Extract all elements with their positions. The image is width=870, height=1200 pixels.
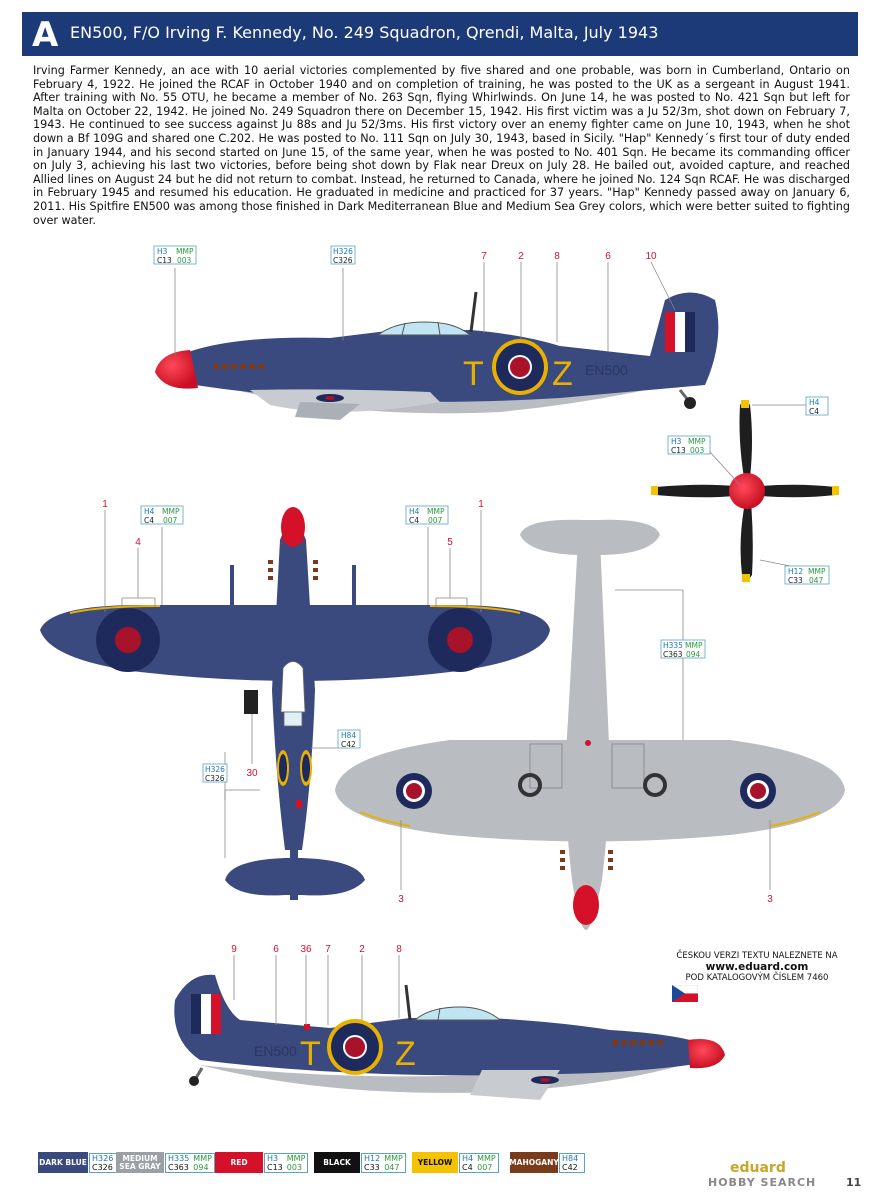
code-letter-right: Z — [552, 355, 573, 393]
svg-text:H3: H3 — [157, 247, 168, 256]
svg-text:H326: H326 — [205, 765, 225, 774]
pilot-biography: Irving Farmer Kennedy, an ace with 10 ae… — [33, 64, 850, 227]
code-letter-left: T — [463, 355, 484, 393]
svg-text:H84: H84 — [341, 731, 356, 740]
watermark: HOBBY SEARCH — [708, 1176, 817, 1189]
page-header: A EN500, F/O Irving F. Kennedy, No. 249 … — [22, 12, 858, 56]
svg-text:094: 094 — [686, 650, 701, 659]
callout-8: 8 — [554, 251, 560, 262]
svg-text:003: 003 — [690, 446, 705, 455]
svg-text:MMP: MMP — [685, 641, 703, 650]
svg-text:003: 003 — [177, 256, 192, 265]
callout-2: 2 — [518, 251, 524, 262]
svg-text:H4: H4 — [809, 398, 820, 407]
svg-text:H335: H335 — [663, 641, 683, 650]
underside-view: 3 3 H335 MMP C363 094 — [335, 519, 845, 930]
top-view: 1 4 5 1 30 H4 MMP C4 007 H4 MMP C4 007 H… — [40, 499, 550, 900]
svg-text:H326: H326 — [333, 247, 353, 256]
code-letter-left-2: T — [300, 1035, 321, 1073]
svg-text:MMP: MMP — [688, 437, 706, 446]
callout-7b: 7 — [325, 944, 331, 955]
svg-text:C363: C363 — [663, 650, 683, 659]
svg-text:007: 007 — [428, 516, 443, 525]
svg-text:H3: H3 — [671, 437, 682, 446]
svg-text:C4: C4 — [809, 407, 819, 416]
czech-version-note: ČESKOU VERZI TEXTU NALEZNETE NA www.edua… — [672, 951, 842, 984]
color-label-dark-blue-top: H326 C326 — [330, 245, 356, 265]
svg-text:C33: C33 — [788, 576, 803, 585]
svg-text:C4: C4 — [409, 516, 419, 525]
callout-3-left: 3 — [398, 894, 404, 905]
svg-text:C42: C42 — [341, 740, 356, 749]
callout-30: 30 — [246, 768, 258, 779]
serial-number-2: EN500 — [254, 1043, 297, 1059]
callout-3-right: 3 — [767, 894, 773, 905]
svg-text:007: 007 — [163, 516, 178, 525]
callout-4: 4 — [135, 537, 141, 548]
svg-text:C4: C4 — [144, 516, 154, 525]
svg-text:MMP: MMP — [162, 507, 180, 516]
svg-text:047: 047 — [809, 576, 824, 585]
side-profile-left: T Z EN500 7 2 8 6 10 — [155, 251, 719, 420]
serial-number: EN500 — [585, 362, 628, 378]
svg-text:MMP: MMP — [808, 567, 826, 576]
svg-text:H4: H4 — [144, 507, 155, 516]
callout-1-left: 1 — [102, 499, 108, 510]
callout-8b: 8 — [396, 944, 402, 955]
propeller-front-view: H4 C4 H3 MMP C13 003 H12 MMP C33 047 — [651, 396, 839, 585]
svg-text:C13: C13 — [671, 446, 686, 455]
czech-flag-icon — [672, 985, 698, 1002]
page-number: 11 — [846, 1176, 862, 1189]
callout-6: 6 — [605, 251, 611, 262]
callout-6b: 6 — [273, 944, 279, 955]
scheme-title: EN500, F/O Irving F. Kennedy, No. 249 Sq… — [70, 23, 659, 42]
eduard-link[interactable]: www.eduard.com — [705, 961, 809, 973]
callout-7: 7 — [481, 251, 487, 262]
svg-text:C326: C326 — [205, 774, 225, 783]
side-profile-right: T Z EN500 9 6 36 7 2 8 — [174, 944, 725, 1100]
svg-text:H4: H4 — [409, 507, 420, 516]
color-label-red-spinner: H3 MMP C13 003 — [153, 245, 197, 265]
svg-text:C13: C13 — [157, 256, 172, 265]
callout-1-right: 1 — [478, 499, 484, 510]
scheme-letter: A — [32, 15, 59, 55]
svg-text:MMP: MMP — [427, 507, 445, 516]
callout-10: 10 — [645, 251, 657, 262]
callout-2b: 2 — [359, 944, 365, 955]
callout-36: 36 — [300, 944, 312, 955]
svg-text:C326: C326 — [333, 256, 353, 265]
callout-9: 9 — [231, 944, 237, 955]
svg-text:MMP: MMP — [176, 247, 194, 256]
eduard-logo: eduard — [730, 1160, 786, 1176]
color-label-group: H3 MMP C13 003 H326 C326 — [153, 245, 356, 265]
callout-5: 5 — [447, 537, 453, 548]
svg-text:H12: H12 — [788, 567, 803, 576]
code-letter-right-2: Z — [395, 1035, 416, 1073]
